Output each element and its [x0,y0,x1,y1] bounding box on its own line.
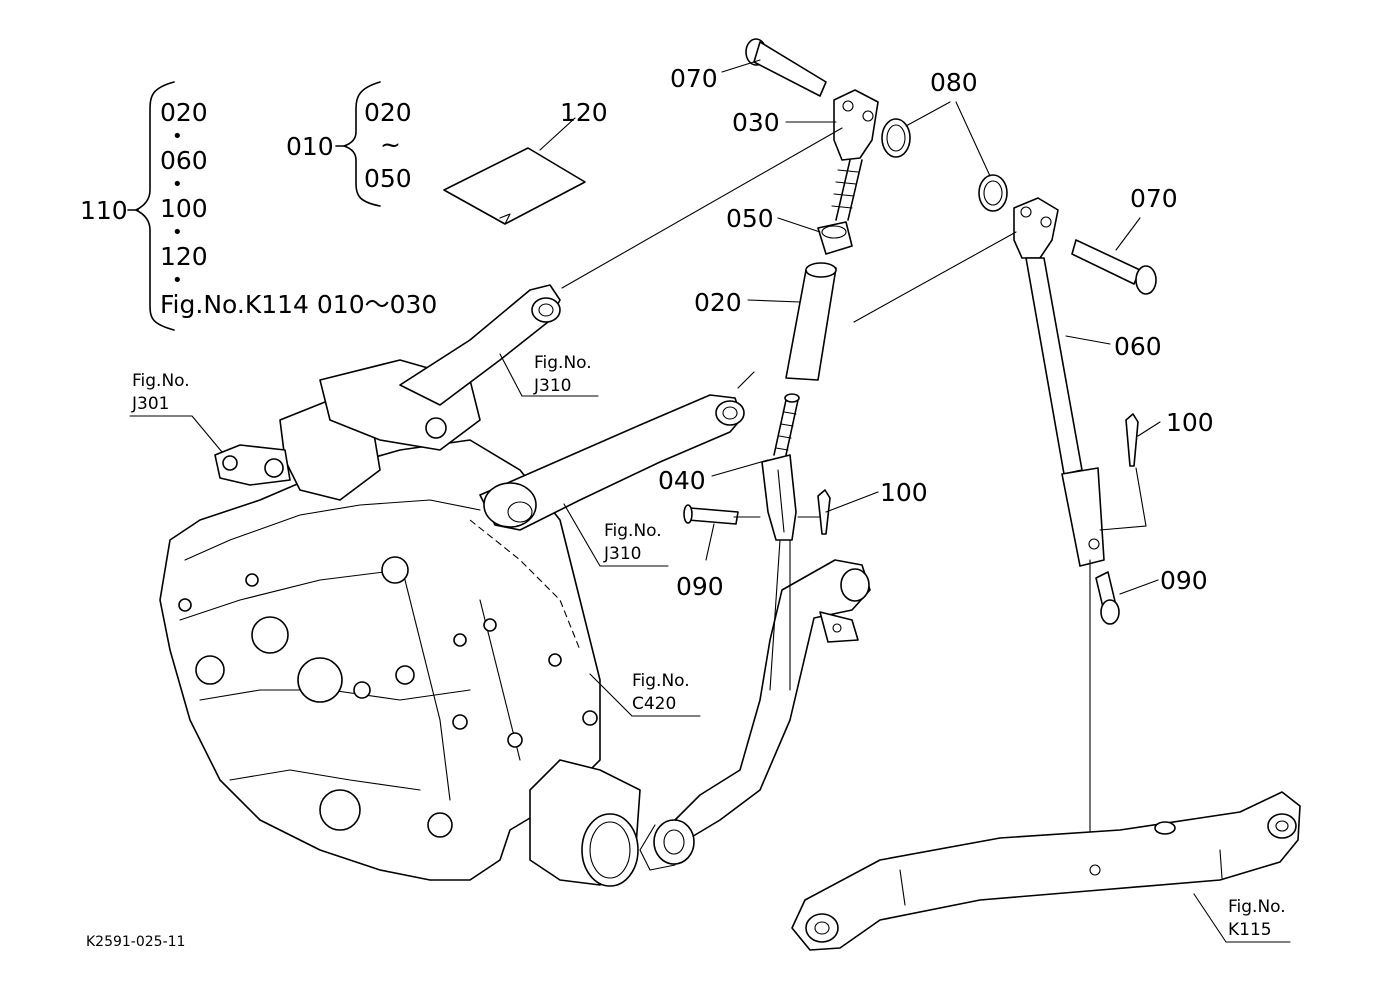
part-label-070-top: 070 [670,64,718,93]
part-label-070-right: 070 [1130,184,1178,213]
part-label-060: 060 [1114,332,1162,361]
drawing-code: K2591-025-11 [86,934,186,950]
fig-ref-j301-line1: Fig.No. [132,371,190,391]
transmission-housing [159,359,641,887]
clip-100-center [817,489,831,535]
group-110-item: 120 [160,242,208,271]
decal-sheet-120 [443,117,586,225]
part-label-040: 040 [658,466,706,495]
group-110-item: 020 [160,98,208,127]
yoke-060 [1013,197,1105,567]
group-110-item: 100 [160,194,208,223]
pin-090-right [1095,571,1120,625]
fig-ref-j301-line2: J301 [132,393,170,414]
fig-ref-j310-lower: Fig.No. J310 [604,520,662,566]
fig-ref-c420: Fig.No. C420 [632,670,690,716]
group-110-label: 110 [80,196,128,225]
separator-dot: • [172,174,183,195]
lower-link-right [791,791,1301,951]
part-label-100-right: 100 [1166,408,1214,437]
fig-ref-j310-upper: Fig.No. J310 [534,352,592,398]
group-010-tilde: ~ [380,130,401,159]
fig-ref-j310-lower-line2: J310 [604,543,642,564]
clip-100-right [1125,413,1139,467]
group-110-item: 060 [160,146,208,175]
part-label-080: 080 [930,68,978,97]
part-label-100-center: 100 [880,478,928,507]
ring-080-right [978,174,1008,212]
fig-ref-j301: Fig.No. J301 [132,370,190,416]
part-label-090-left: 090 [676,572,724,601]
leader-lines [129,59,1291,943]
part-label-020: 020 [694,288,742,317]
part-label-030: 030 [732,108,780,137]
group-110-bracket [127,81,175,331]
separator-dot: • [172,222,183,243]
part-label-120: 120 [560,98,608,127]
fig-ref-k115-line2: K115 [1228,919,1272,940]
group-010-to: 050 [364,164,412,193]
pin-090-left [683,504,739,525]
fig-ref-k115: Fig.No. K115 [1228,896,1286,942]
part-label-090-right: 090 [1160,566,1208,595]
separator-dot: • [172,126,183,147]
pin-070-right [1071,239,1157,295]
yoke-030 [831,89,879,221]
group-010-from: 020 [364,98,412,127]
lower-link-left [639,559,871,871]
fig-ref-c420-line2: C420 [632,693,677,714]
lift-arm-upper [399,284,561,406]
fig-ref-k115-line1: Fig.No. [1228,897,1286,917]
lift-arm-lower [479,394,745,531]
clevis-040 [761,393,800,541]
ring-080-left [881,118,911,158]
nut-050 [817,221,853,255]
group-010-label: 010 [286,132,334,161]
tube-020 [785,262,837,381]
part-label-050: 050 [726,204,774,233]
separator-dot: • [172,270,183,291]
fig-ref-j310-upper-line2: J310 [534,375,572,396]
fig-ref-j310-lower-line1: Fig.No. [604,521,662,541]
group-110-ref: Fig.No.K114 010～030 [160,290,438,319]
fig-ref-j310-upper-line1: Fig.No. [534,353,592,373]
fig-ref-c420-line1: Fig.No. [632,671,690,691]
pin-070-top [745,38,827,97]
assembly-lines [561,127,1147,833]
group-010-bracket [335,81,381,207]
